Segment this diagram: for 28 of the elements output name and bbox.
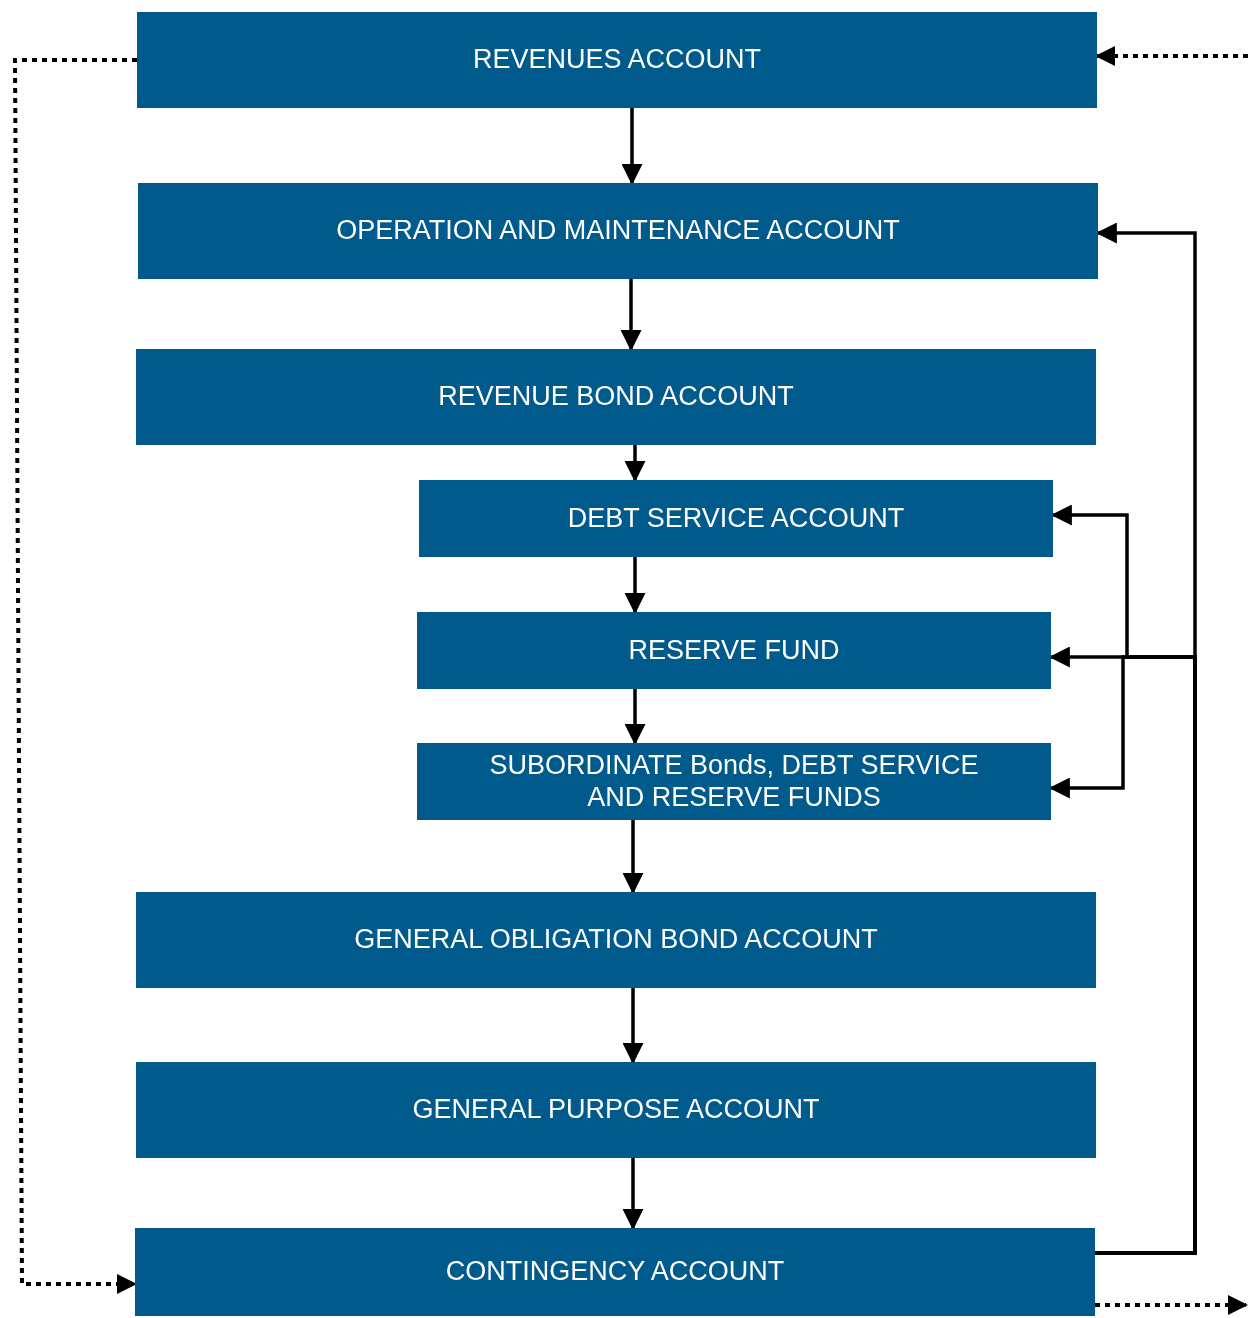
account-box: [419, 480, 1053, 557]
dotted-arrow: [1095, 1295, 1248, 1315]
arrow: [621, 108, 643, 186]
box-label: CONTINGENCY ACCOUNT: [445, 1256, 785, 1288]
box-label: REVENUES ACCOUNT: [472, 44, 762, 76]
box-label: GENERAL PURPOSE ACCOUNT: [412, 1094, 820, 1126]
account-box: [136, 1062, 1096, 1158]
box-label: SUBORDINATE Bonds, DEBT SERVICE AND RESERVE FUNDS: [488, 750, 980, 813]
account-box: [136, 892, 1096, 988]
box-label: DEBT SERVICE ACCOUNT: [567, 502, 905, 534]
account-box: [417, 743, 1051, 820]
arrow: [624, 445, 646, 483]
dotted-arrow: [13, 58, 137, 1294]
box-label: OPERATION AND MAINTENANCE ACCOUNT: [336, 215, 900, 247]
account-box: [417, 612, 1051, 689]
box-label: REVENUE BOND ACCOUNT: [438, 381, 794, 413]
account-box: [135, 1228, 1095, 1316]
account-box: [136, 349, 1096, 445]
box-label: RESERVE FUND: [628, 634, 840, 666]
box-label: GENERAL OBLIGATION BOND ACCOUNT: [354, 924, 878, 956]
arrow: [620, 279, 642, 352]
arrow: [624, 689, 646, 746]
arrow: [622, 1158, 644, 1231]
account-box: [138, 183, 1098, 279]
arrow: [622, 988, 644, 1065]
arrow: [622, 820, 644, 895]
arrow: [624, 557, 646, 615]
account-box: [137, 12, 1097, 108]
